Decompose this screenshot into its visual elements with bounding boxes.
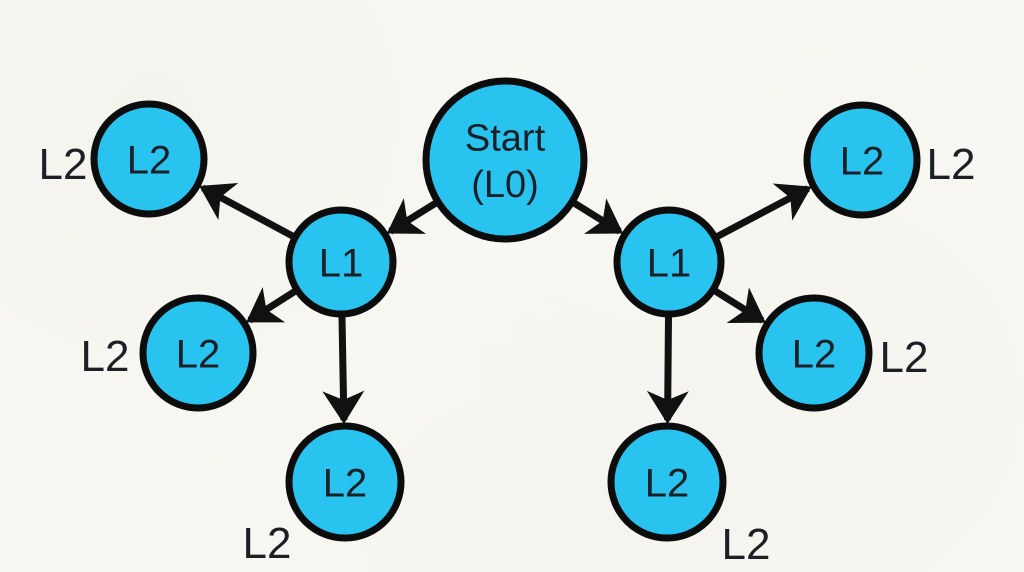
node-label-start: Start(L0): [465, 118, 546, 206]
node-label-l2-mid-left: L2: [176, 332, 221, 376]
node-label-l2-bottom-left: L2: [323, 461, 368, 505]
node-circle-l2-top-left: [90, 100, 208, 218]
node-l2-mid-right: L2: [755, 294, 873, 412]
node-label-l2-top-left: L2: [127, 138, 172, 182]
node-label-l1-right: L1: [647, 241, 692, 285]
outside-label-l2-bottom-right: L2: [722, 520, 771, 569]
node-label-l2-top-right: L2: [840, 139, 885, 183]
node-l1-left: L1: [285, 206, 397, 318]
node-circle-l2-bottom-left: [285, 422, 405, 542]
node-l2-top-right: L2: [803, 101, 921, 219]
node-circle-l2-mid-right: [755, 294, 873, 412]
node-l1-right: L1: [613, 206, 725, 318]
node-circle-l1-left: [285, 206, 397, 318]
node-l2-mid-left: L2: [139, 294, 257, 412]
node-start: Start(L0): [422, 77, 588, 243]
outside-label-l2-mid-right: L2: [880, 333, 929, 382]
node-l2-bottom-left: L2: [285, 422, 405, 542]
outside-label-l2-top-right: L2: [927, 140, 976, 189]
node-circle-l2-bottom-right: [607, 422, 727, 542]
node-circle-start: [422, 77, 588, 243]
node-circle-l2-mid-left: [139, 294, 257, 412]
outside-label-l2-top-left: L2: [39, 140, 88, 189]
node-label-l2-bottom-right: L2: [645, 461, 690, 505]
node-l2-top-left: L2: [90, 100, 208, 218]
node-label-l2-mid-right: L2: [792, 332, 837, 376]
outside-label-l2-mid-left: L2: [81, 332, 130, 381]
node-l2-bottom-right: L2: [607, 422, 727, 542]
outside-label-l2-bottom-left: L2: [243, 519, 292, 568]
node-label-l1-left: L1: [319, 241, 364, 285]
node-circle-l2-top-right: [803, 101, 921, 219]
node-circle-l1-right: [613, 206, 725, 318]
